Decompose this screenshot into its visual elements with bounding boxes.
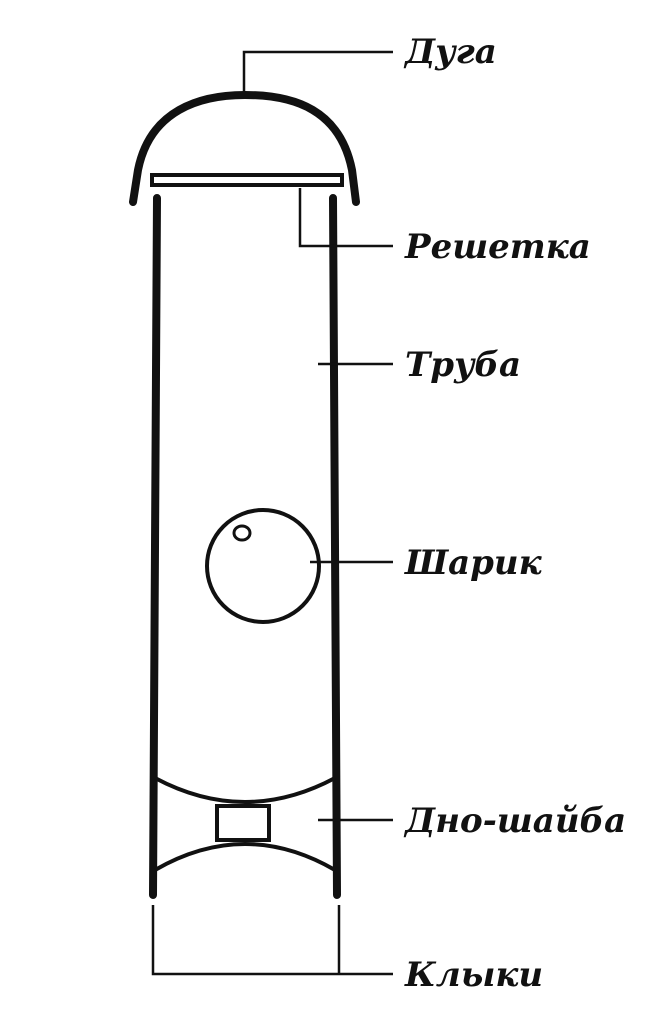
label-grid: Решетка xyxy=(404,227,591,267)
label-prongs: Клыки xyxy=(404,955,543,995)
label-ball: Шарик xyxy=(404,543,543,583)
washer-bottom-curve xyxy=(154,842,336,872)
ball xyxy=(205,508,321,624)
label-tube: Труба xyxy=(405,345,521,385)
label-arc: Дуга xyxy=(403,32,497,72)
prongs-leader-line xyxy=(151,905,393,976)
label-bottom-washer: Дно-шайба xyxy=(403,801,626,841)
washer-center-block xyxy=(215,804,271,842)
grid-leader-line xyxy=(298,188,393,248)
tube-left-wall xyxy=(149,194,161,899)
tube-right-wall xyxy=(329,194,341,899)
ball-highlight xyxy=(232,524,252,542)
washer-top-curve xyxy=(154,776,336,804)
arc-leader-line xyxy=(242,50,393,92)
grid-plate xyxy=(150,173,344,187)
arc-cap xyxy=(129,91,360,206)
